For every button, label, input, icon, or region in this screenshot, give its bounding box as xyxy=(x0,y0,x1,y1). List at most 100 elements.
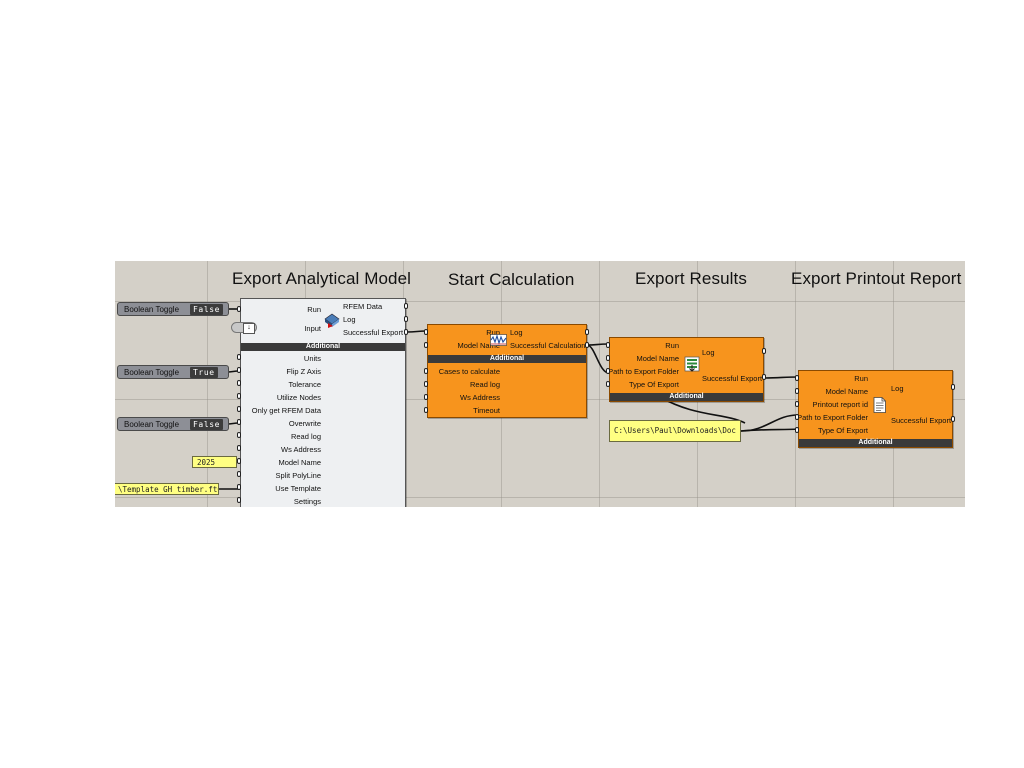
port[interactable] xyxy=(237,419,241,425)
output-log: Log xyxy=(891,384,904,393)
input-input: Input xyxy=(304,324,321,333)
input-overwrite: Overwrite xyxy=(288,419,321,428)
port[interactable] xyxy=(424,394,428,400)
port[interactable] xyxy=(237,484,241,490)
input-use-template: Use Template xyxy=(275,484,321,493)
input-ws-address: Ws Address xyxy=(459,393,500,402)
port[interactable] xyxy=(795,401,799,407)
panel-template[interactable]: \Template GH timber.ft6 xyxy=(115,483,219,495)
additional-bar[interactable]: Additional xyxy=(241,343,405,351)
input-printout-report-id: Printout report id xyxy=(812,400,868,409)
port[interactable] xyxy=(237,380,241,386)
toggle-value[interactable]: True xyxy=(190,366,218,378)
panel-year[interactable]: 2025 xyxy=(192,456,237,468)
input-read-log: Read log xyxy=(290,432,321,441)
port[interactable] xyxy=(424,368,428,374)
port[interactable] xyxy=(585,342,589,348)
port[interactable] xyxy=(606,368,610,374)
title-export-results: Export Results xyxy=(635,269,747,288)
toggle-label: Boolean Toggle xyxy=(124,419,180,429)
input-ws-address: Ws Address xyxy=(280,445,321,454)
input-flip-z-axis: Flip Z Axis xyxy=(286,367,321,376)
port[interactable] xyxy=(237,445,241,451)
port[interactable] xyxy=(237,432,241,438)
input-selector-chip[interactable]: ↓ xyxy=(231,322,257,334)
input-model-name: Model Name xyxy=(457,341,500,350)
port[interactable] xyxy=(795,414,799,420)
input-model-name: Model Name xyxy=(825,387,868,396)
wire-results-printout xyxy=(764,376,799,379)
input-utilize-nodes: Utilize Nodes xyxy=(276,393,321,402)
port[interactable] xyxy=(795,388,799,394)
port[interactable] xyxy=(424,407,428,413)
port[interactable] xyxy=(606,381,610,387)
input-run: Run xyxy=(665,341,679,350)
toggle-label: Boolean Toggle xyxy=(124,367,180,377)
input-run: Run xyxy=(854,374,868,383)
title-export-analytical-model: Export Analytical Model xyxy=(232,269,411,288)
output-successful-calculation: Successful Calculation xyxy=(510,341,586,350)
input-type-of-export: Type Of Export xyxy=(628,380,679,389)
port[interactable] xyxy=(424,381,428,387)
port[interactable] xyxy=(606,355,610,361)
output-successful-export: Successful Export xyxy=(891,416,952,425)
arrow-down-icon: ↓ xyxy=(243,323,255,334)
output-log: Log xyxy=(343,315,356,324)
input-cases-to-calculate: Cases to calculate xyxy=(438,367,500,376)
port[interactable] xyxy=(951,416,955,422)
port[interactable] xyxy=(404,303,408,309)
input-units: Units xyxy=(303,354,321,363)
export-model-component[interactable]: Run Input RFEM Data Log Successful Expor… xyxy=(240,298,406,507)
output-successful-export: Successful Export xyxy=(343,328,404,337)
port[interactable] xyxy=(762,348,766,354)
input-settings: Settings xyxy=(293,497,321,506)
document-icon xyxy=(873,397,886,413)
boolean-toggle-overwrite[interactable]: Boolean Toggle False xyxy=(117,417,229,431)
additional-bar[interactable]: Additional xyxy=(428,355,586,363)
port[interactable] xyxy=(237,306,241,312)
port[interactable] xyxy=(424,342,428,348)
additional-bar[interactable]: Additional xyxy=(610,393,763,401)
input-run: Run xyxy=(486,328,500,337)
input-split-polyline: Split PolyLine xyxy=(275,471,321,480)
input-only-get-rfem-data: Only get RFEM Data xyxy=(251,406,321,415)
calculation-graph-icon xyxy=(490,334,507,346)
port[interactable] xyxy=(404,329,408,335)
port[interactable] xyxy=(424,329,428,335)
port[interactable] xyxy=(606,342,610,348)
port[interactable] xyxy=(762,374,766,380)
calculation-component[interactable]: Run Model Name Log Successful Calculatio… xyxy=(427,324,587,418)
port[interactable] xyxy=(237,497,241,503)
additional-bar[interactable]: Additional xyxy=(799,439,952,447)
export-printout-component[interactable]: Run Model Name Printout report id Path t… xyxy=(797,370,953,448)
input-model-name: Model Name xyxy=(278,458,321,467)
wire-path-printout-b xyxy=(740,428,799,432)
port[interactable] xyxy=(951,384,955,390)
input-run: Run xyxy=(307,305,321,314)
title-export-printout-report: Export Printout Report xyxy=(791,269,962,288)
grasshopper-canvas[interactable]: Export Analytical Model Start Calculatio… xyxy=(115,261,965,507)
port[interactable] xyxy=(237,367,241,373)
port[interactable] xyxy=(237,393,241,399)
port[interactable] xyxy=(237,471,241,477)
port[interactable] xyxy=(585,329,589,335)
toggle-value[interactable]: False xyxy=(190,303,224,315)
export-results-icon xyxy=(684,356,700,372)
rfem-model-icon xyxy=(324,313,340,328)
port[interactable] xyxy=(404,316,408,322)
port[interactable] xyxy=(237,354,241,360)
port[interactable] xyxy=(795,427,799,433)
input-tolerance: Tolerance xyxy=(288,380,321,389)
toggle-value[interactable]: False xyxy=(190,418,224,430)
port[interactable] xyxy=(795,375,799,381)
boolean-toggle-flip-z[interactable]: Boolean Toggle True xyxy=(117,365,229,379)
input-path-to-export-folder: Path to Export Folder xyxy=(797,413,868,422)
port[interactable] xyxy=(237,458,241,464)
output-log: Log xyxy=(510,328,523,337)
boolean-toggle-run[interactable]: Boolean Toggle False xyxy=(117,302,229,316)
output-successful-export: Successful Export xyxy=(702,374,763,383)
panel-export-path[interactable]: C:\Users\Paul\Downloads\Doc xyxy=(609,420,741,442)
export-results-component[interactable]: Run Model Name Path to Export Folder Typ… xyxy=(608,337,764,402)
port[interactable] xyxy=(237,406,241,412)
toggle-label: Boolean Toggle xyxy=(124,304,180,314)
